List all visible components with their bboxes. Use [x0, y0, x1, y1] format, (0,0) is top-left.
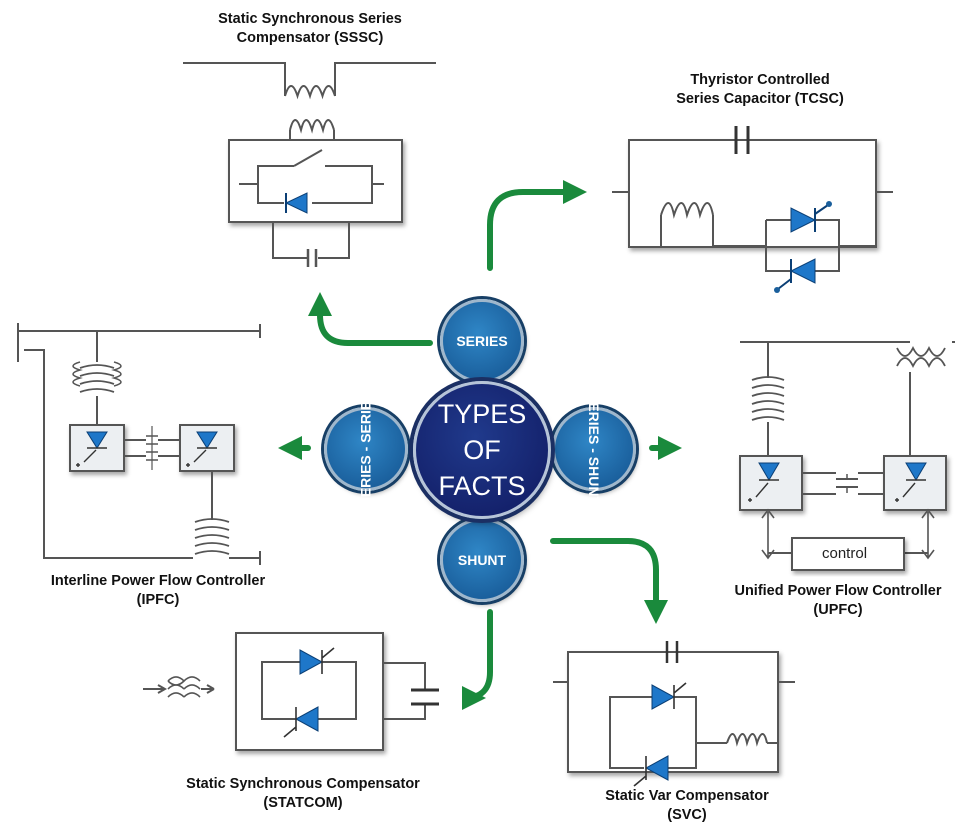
upfc-caption-line1: Unified Power Flow Controller — [734, 583, 942, 599]
category-series-shunt-label: SERIES - SHUNT — [586, 392, 603, 506]
sssc-circuit — [183, 62, 436, 267]
sssc-diode-icon — [284, 192, 308, 214]
upfc-shunt-transformer — [751, 376, 785, 421]
ipfc-transformer-1 — [72, 361, 122, 387]
statcom-circuit — [143, 632, 439, 751]
ipfc-caption-line1: Interline Power Flow Controller — [50, 573, 266, 589]
ipfc-transformer-2 — [194, 518, 230, 555]
sssc-transformer-primary — [284, 85, 336, 100]
statcom-caption-line2: (STATCOM) — [263, 795, 343, 811]
statcom-thyristor-bottom-icon — [294, 706, 319, 732]
category-series-shunt: SERIES - SHUNT — [552, 393, 636, 505]
center-title-line1: TYPES OF — [437, 399, 527, 465]
svc-box — [567, 651, 779, 773]
svc-caption-line1: Static Var Compensator — [605, 788, 769, 804]
svc-inductor — [726, 733, 768, 747]
statcom-thyristor-top-icon — [299, 649, 324, 675]
category-series-series-label: SERIES - SERIES — [358, 391, 374, 507]
upfc-caption: Unified Power Flow Controller (UPFC) — [710, 582, 955, 620]
svc-circuit — [553, 641, 795, 773]
tcsc-caption: Thyristor Controlled Series Capacitor (T… — [640, 71, 880, 109]
statcom-transformer — [167, 676, 201, 698]
sssc-capacitor — [306, 249, 318, 267]
category-series: SERIES — [440, 299, 524, 383]
arrow-to-tcsc — [487, 180, 587, 271]
tcsc-thyristor-top-icon — [790, 207, 817, 233]
tcsc-thyristor-bottom-icon — [789, 258, 816, 284]
center-title: TYPES OF FACTS — [413, 381, 551, 519]
upfc-diode-1-icon — [758, 462, 780, 481]
statcom-box — [235, 632, 384, 751]
ipfc-diode-1-icon — [86, 431, 108, 449]
svc-caption-line2: (SVC) — [667, 807, 707, 823]
tcsc-caption-line2: Series Capacitor (TCSC) — [676, 91, 844, 107]
arrow-to-svc — [550, 538, 668, 624]
arrow-to-sssc — [308, 292, 433, 346]
center-title-line2: FACTS — [438, 471, 526, 501]
tcsc-caption-line1: Thyristor Controlled — [690, 72, 830, 88]
ipfc-circuit — [17, 323, 261, 565]
sssc-caption: Static Synchronous Series Compensator (S… — [190, 10, 430, 48]
upfc-diode-2-icon — [905, 462, 927, 481]
category-shunt: SHUNT — [440, 518, 524, 602]
upfc-control-box — [791, 537, 905, 571]
ipfc-caption: Interline Power Flow Controller (IPFC) — [20, 572, 296, 610]
statcom-caption: Static Synchronous Compensator (STATCOM) — [160, 775, 446, 813]
statcom-caption-line1: Static Synchronous Compensator — [186, 776, 420, 792]
upfc-control-link-1 — [761, 508, 775, 560]
category-shunt-label: SHUNT — [457, 552, 507, 568]
ipfc-diode-2-icon — [196, 431, 218, 449]
arrow-to-statcom — [462, 609, 493, 710]
svc-caption: Static Var Compensator (SVC) — [570, 787, 804, 825]
sssc-transformer-secondary — [289, 119, 335, 134]
arrows — [278, 180, 682, 710]
upfc-control-link-2 — [921, 508, 935, 560]
svc-capacitor — [665, 641, 679, 663]
upfc-control-label: control — [822, 545, 868, 562]
tcsc-inductor — [660, 202, 714, 219]
statcom-capacitor — [411, 688, 439, 706]
category-series-series: SERIES - SERIES — [324, 391, 408, 507]
sssc-caption-line1: Static Synchronous Series — [218, 11, 402, 27]
sssc-caption-line2: Compensator (SSSC) — [236, 30, 384, 46]
svc-thyristor-top-icon — [651, 684, 676, 710]
sssc-switch — [293, 149, 323, 167]
upfc-circuit — [739, 341, 955, 571]
sssc-box — [228, 139, 403, 223]
category-series-label: SERIES — [456, 333, 508, 349]
svc-thyristor-bottom-icon — [644, 755, 669, 781]
tcsc-box — [628, 139, 877, 248]
tcsc-circuit — [612, 126, 893, 272]
upfc-dc-capacitor — [836, 478, 858, 488]
upfc-series-transformer — [896, 345, 946, 369]
tcsc-capacitor — [734, 126, 750, 154]
upfc-caption-line2: (UPFC) — [813, 602, 863, 618]
ipfc-caption-line2: (IPFC) — [136, 592, 180, 608]
